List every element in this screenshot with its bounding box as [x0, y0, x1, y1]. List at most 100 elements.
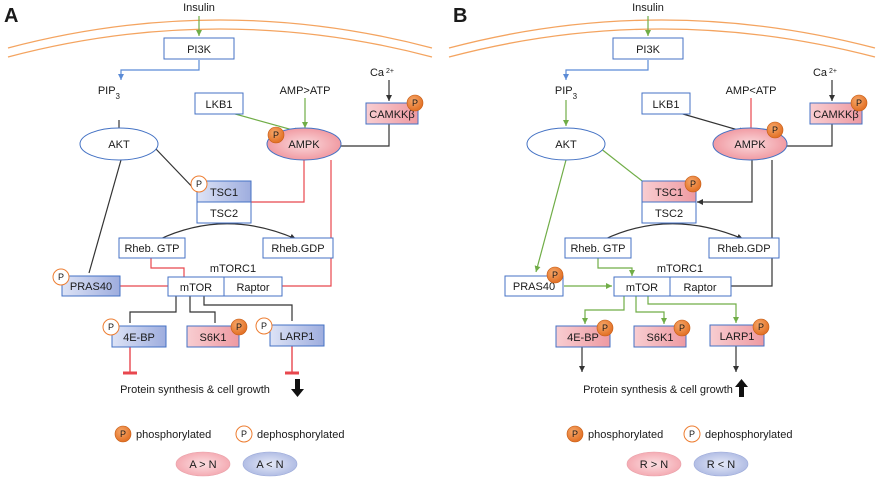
node-pi3k-box — [163, 37, 235, 60]
badge-camkk-text: P — [412, 98, 418, 108]
node-b-mtorc1: mTOR Raptor — [613, 276, 732, 297]
node-b-s6k1-box — [633, 325, 687, 348]
pip3-sub: 3 — [116, 92, 121, 101]
node-larp1-text: LARP1 — [280, 331, 315, 343]
node-b-rheb-gdp-text: Rheb.GDP — [717, 243, 770, 255]
badge-b-ampk-text: P — [772, 125, 778, 135]
calcium-main-b: Ca — [813, 67, 828, 79]
insulin-label-b: Insulin — [632, 2, 664, 14]
node-4ebp-box — [111, 325, 167, 348]
edge-ampk-raptor — [282, 160, 332, 287]
legend-phos-badge-text: P — [120, 429, 126, 439]
legend-down-ellipse — [242, 451, 298, 477]
node-tsc1-text: TSC1 — [210, 187, 238, 199]
node-b-camkk-box — [809, 102, 863, 125]
node-b-4ebp-text: 4E-BP — [567, 332, 599, 344]
badge-camkk-circle — [406, 94, 424, 112]
badge-b-pras40-circle — [546, 266, 564, 284]
node-rheb-gdp: Rheb.GDP — [262, 237, 334, 259]
edge-b-pi3k-pip3 — [563, 60, 649, 80]
badge-b-4ebp-circle — [596, 319, 614, 337]
node-rheb-gtp-text: Rheb. GTP — [124, 243, 179, 255]
calcium-sup-b: 2+ — [829, 68, 837, 75]
node-rheb-gtp-box — [118, 237, 186, 259]
edge-b-lkb1-ampk — [675, 111, 746, 134]
node-pras40-box — [61, 275, 121, 297]
badge-ampk-phos: P — [267, 126, 285, 144]
node-b-camkk: CAMKKβ — [809, 102, 863, 125]
node-pras40: PRAS40 — [61, 275, 121, 297]
legend-b-phos-badge — [566, 425, 584, 443]
legend-phos-text: phosphorylated — [136, 429, 211, 441]
badge-s6k1-circle — [230, 318, 248, 336]
edge-pi3k-pip3 — [118, 60, 200, 80]
calcium-sup: 2+ — [386, 68, 394, 75]
membrane-inner-b — [448, 28, 876, 58]
node-ampk-shape — [266, 127, 342, 161]
legend-dephos-badge-text: P — [241, 429, 247, 439]
legend-b-phos-text: phosphorylated — [588, 429, 663, 441]
down-arrow-icon — [291, 379, 304, 397]
legend-dephos-badge — [235, 425, 253, 443]
node-b-mtor-text: mTOR — [626, 282, 658, 294]
pip3-main: PIP — [98, 85, 116, 97]
badge-b-camkk-text: P — [856, 98, 862, 108]
badge-s6k1-text: P — [236, 322, 242, 332]
badge-tsc1-dephos: P — [190, 175, 208, 193]
node-b-4ebp-box — [555, 325, 611, 348]
pip3-label: PIP3 — [98, 85, 121, 101]
node-b-rheb-gdp-box — [708, 237, 780, 259]
node-b-mtorc1-box — [613, 276, 732, 297]
edge-akt-pras40 — [88, 159, 122, 274]
node-b-pi3k-text: PI3K — [636, 44, 661, 56]
node-b-pi3k-box — [612, 37, 684, 60]
node-b-ampk-shape — [712, 127, 788, 161]
node-b-pras40-text: PRAS40 — [513, 281, 555, 293]
badge-b-tsc1-circle — [684, 175, 702, 193]
pip3-main-b: PIP — [555, 85, 573, 97]
edge-rheb-mtor — [150, 256, 185, 277]
amp-ratio-label: AMP>ATP — [280, 85, 331, 97]
node-pi3k: PI3K — [163, 37, 235, 60]
badge-b-larp1-phos: P — [752, 318, 770, 336]
node-ampk: AMPK — [266, 127, 342, 161]
node-b-pi3k: PI3K — [612, 37, 684, 60]
edge-b-mtor-s6k1 — [635, 295, 667, 324]
node-tsc2-text: TSC2 — [210, 208, 238, 220]
node-mtorc1: mTOR Raptor — [167, 276, 283, 297]
panel-a-letter: A — [4, 5, 18, 27]
badge-b-4ebp-phos: P — [596, 319, 614, 337]
outcome-text: Protein synthesis & cell growth — [120, 384, 270, 396]
badge-b-camkk-phos: P — [850, 94, 868, 112]
edge-mtor-4ebp — [129, 295, 177, 323]
legend-b-down-text: R < N — [707, 459, 735, 471]
badge-b-4ebp-text: P — [602, 323, 608, 333]
membrane-outer — [7, 19, 433, 49]
outcome-text-b: Protein synthesis & cell growth — [583, 384, 733, 396]
badge-larp1-dephos: P — [255, 317, 273, 335]
badge-tsc1-circle — [190, 175, 208, 193]
node-rheb-gdp-box — [262, 237, 334, 259]
insulin-label: Insulin — [183, 2, 215, 14]
pip3-label-b: PIP3 — [555, 85, 578, 101]
node-b-rheb-gtp: Rheb. GTP — [564, 237, 632, 259]
panel-a-edges — [88, 16, 392, 375]
node-camkk-text: CAMKKβ — [369, 109, 414, 121]
node-mtorc1-box — [167, 276, 283, 297]
node-camkk-box — [365, 102, 419, 125]
node-raptor-text: Raptor — [236, 282, 269, 294]
node-b-lkb1-box — [641, 92, 691, 115]
legend-dephos-text: dephosphorylated — [257, 429, 344, 441]
badge-pras40-dephos: P — [52, 268, 70, 286]
badge-pras40-text: P — [58, 272, 64, 282]
node-b-rheb-gtp-box — [564, 237, 632, 259]
panel-b-letter: B — [453, 5, 467, 27]
node-b-pras40-box — [504, 275, 564, 297]
node-b-lkb1: LKB1 — [641, 92, 691, 115]
node-b-tsc1-text: TSC1 — [655, 187, 683, 199]
node-b-ampk-text: AMPK — [734, 139, 766, 151]
edge-ampk-tsc — [251, 160, 305, 203]
